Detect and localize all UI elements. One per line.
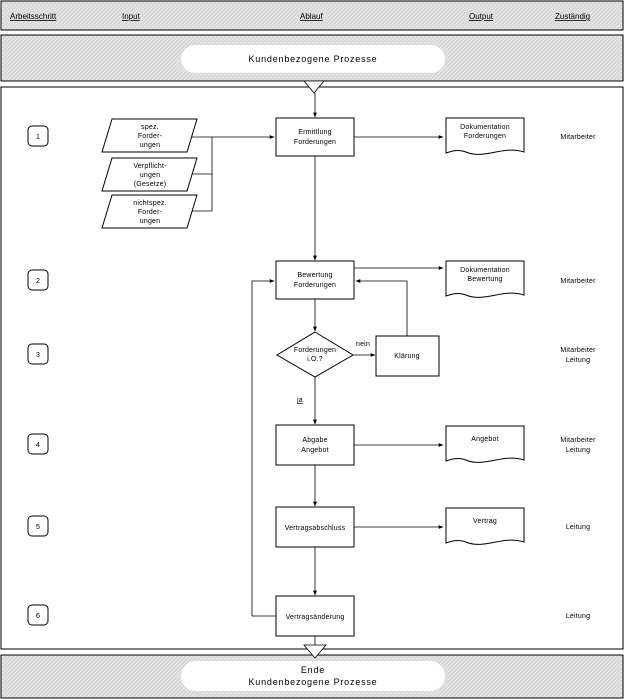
output-doc-vertrag: Vertrag xyxy=(445,507,525,545)
responsible-4b: Leitung xyxy=(566,447,590,454)
process-abgabe: Abgabe Angebot xyxy=(275,424,355,466)
svg-text:Vertrag: Vertrag xyxy=(473,518,497,525)
output-doc-forderungen: Dokumentation Forderungen xyxy=(445,117,525,155)
process-ermittlung: Ermittlung Forderungen xyxy=(275,117,355,157)
svg-text:Dokumentation: Dokumentation xyxy=(460,124,510,131)
svg-text:Forderungen: Forderungen xyxy=(294,139,336,146)
output-doc-bewertung: Dokumentation Bewertung xyxy=(445,260,525,298)
input-3: nichtspez. Forder- ungen xyxy=(101,194,198,229)
svg-text:Forderungen: Forderungen xyxy=(464,133,506,140)
input-connectors xyxy=(192,135,275,212)
svg-text:Forderungen: Forderungen xyxy=(294,282,336,289)
svg-text:Forder-: Forder- xyxy=(138,209,163,216)
header-flow: Ablauf xyxy=(300,12,323,21)
responsible-3a: Mitarbeiter xyxy=(560,347,596,354)
svg-text:Angebot: Angebot xyxy=(471,436,498,443)
end-band-line2: Kundenbezogene Prozesse xyxy=(249,677,378,687)
responsible-4a: Mitarbeiter xyxy=(560,437,596,444)
top-connector xyxy=(303,80,325,94)
svg-text:Bewertung: Bewertung xyxy=(467,276,502,283)
svg-text:2: 2 xyxy=(36,278,40,285)
svg-text:ungen: ungen xyxy=(140,172,160,179)
process-bewertung: Bewertung Forderungen xyxy=(275,260,355,300)
input-2: Verpflicht- ungen (Gesetze) xyxy=(101,157,198,192)
header-bar: Arbeitsschritt Input Ablauf Output Zustä… xyxy=(0,0,624,31)
process-vertragsabschluss: Vertragsabschluss xyxy=(275,506,355,548)
svg-text:Bewertung: Bewertung xyxy=(297,272,332,279)
responsible-6: Leitung xyxy=(566,613,590,620)
end-terminal xyxy=(181,661,445,691)
responsible-1: Mitarbeiter xyxy=(560,134,596,141)
bottom-connector xyxy=(303,644,327,659)
header-input: Input xyxy=(122,12,141,21)
responsible-5: Leitung xyxy=(566,524,590,531)
svg-text:Vertragsänderung: Vertragsänderung xyxy=(286,614,345,621)
svg-text:Ermittlung: Ermittlung xyxy=(298,129,332,136)
svg-text:6: 6 xyxy=(36,613,40,620)
responsible-3b: Leitung xyxy=(566,357,590,364)
process-vertragsaenderung: Vertragsänderung xyxy=(275,595,355,637)
svg-text:(Gesetze): (Gesetze) xyxy=(134,181,167,188)
svg-text:ungen: ungen xyxy=(140,218,160,225)
start-terminal xyxy=(181,45,445,73)
svg-text:Klärung: Klärung xyxy=(394,353,420,360)
input-1: spez. Forder- ungen xyxy=(101,118,198,153)
end-band: Ende Kundenbezogene Prozesse xyxy=(0,654,624,699)
svg-text:Abgabe: Abgabe xyxy=(302,437,327,444)
responsible-column: Mitarbeiter Mitarbeiter Mitarbeiter Leit… xyxy=(560,134,596,620)
flow-connectors xyxy=(251,93,444,645)
step-column: 1 2 3 4 5 6 xyxy=(27,125,49,626)
step-1: 1 xyxy=(27,125,49,147)
process-klaerung: Klärung xyxy=(375,335,440,377)
decision-yes-label: ja xyxy=(296,397,303,404)
svg-text:i.O.?: i.O.? xyxy=(307,356,323,363)
step-3: 3 xyxy=(27,343,49,365)
svg-text:Angebot: Angebot xyxy=(301,447,328,454)
start-band: Kundenbezogene Prozesse xyxy=(0,34,624,82)
start-band-title: Kundenbezogene Prozesse xyxy=(249,54,378,64)
svg-text:Verpflicht-: Verpflicht- xyxy=(133,163,167,170)
end-band-line1: Ende xyxy=(301,665,325,675)
decision-no-label: nein xyxy=(356,341,370,348)
responsible-2: Mitarbeiter xyxy=(560,278,596,285)
svg-text:3: 3 xyxy=(36,352,40,359)
svg-text:Forder-: Forder- xyxy=(138,133,163,140)
svg-text:1: 1 xyxy=(36,134,40,141)
header-step: Arbeitsschritt xyxy=(10,12,57,21)
svg-text:Dokumentation: Dokumentation xyxy=(460,267,510,274)
svg-text:4: 4 xyxy=(36,442,40,449)
header-responsible: Zuständig xyxy=(555,12,590,21)
header-output: Output xyxy=(469,12,494,21)
step-6: 6 xyxy=(27,604,49,626)
svg-text:spez.: spez. xyxy=(141,124,159,131)
step-2: 2 xyxy=(27,269,49,291)
svg-text:Forderungen: Forderungen xyxy=(294,347,336,354)
svg-text:nichtspez.: nichtspez. xyxy=(133,200,167,207)
svg-text:ungen: ungen xyxy=(140,142,160,149)
svg-text:Vertragsabschluss: Vertragsabschluss xyxy=(285,525,346,532)
svg-text:5: 5 xyxy=(36,524,40,531)
step-5: 5 xyxy=(27,515,49,537)
output-doc-angebot: Angebot xyxy=(445,425,525,463)
step-4: 4 xyxy=(27,433,49,455)
